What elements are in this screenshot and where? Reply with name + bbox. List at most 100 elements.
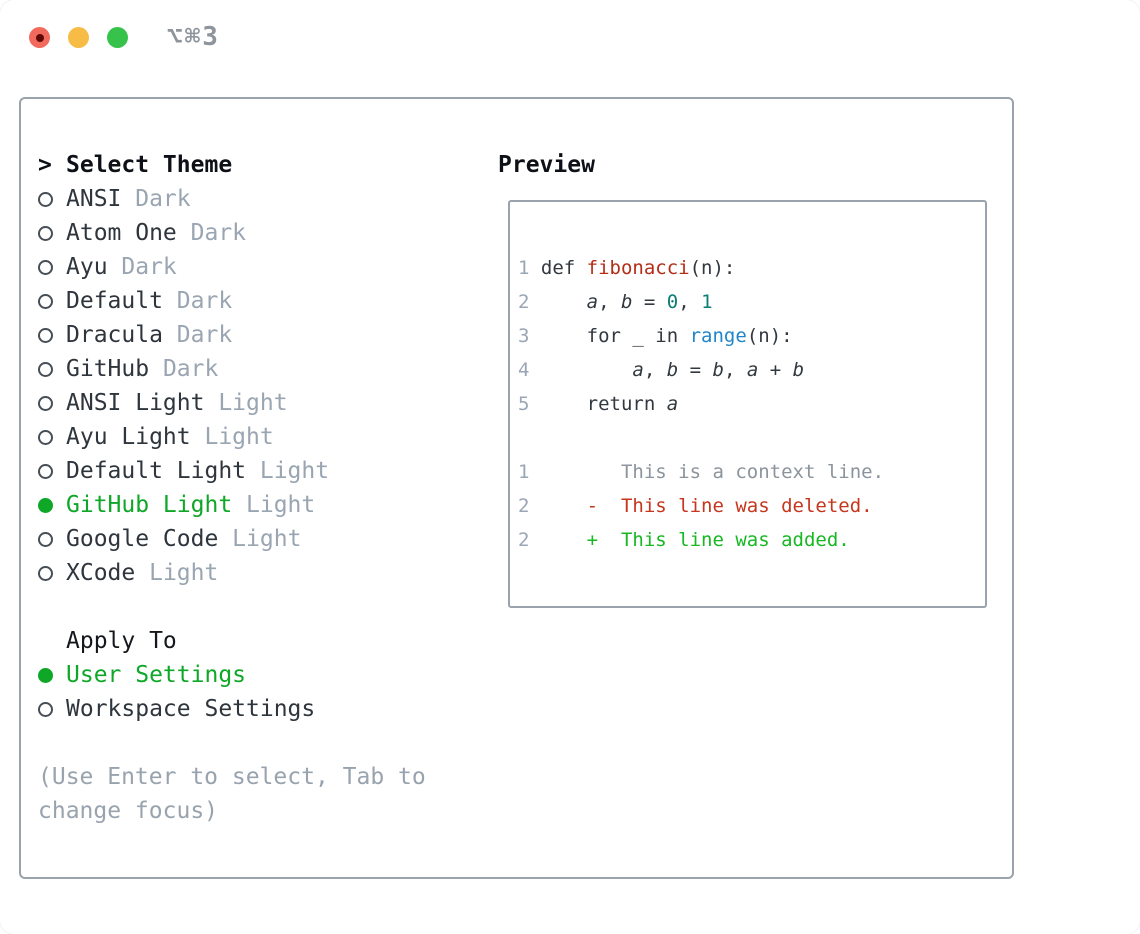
- code-token: def: [529, 257, 587, 279]
- code-token: - This line was deleted.: [529, 495, 873, 517]
- option-label: Google Code: [66, 526, 219, 552]
- radio-glyph: [38, 225, 53, 241]
- theme-option-ansi-light[interactable]: ANSI Light Light: [38, 386, 470, 420]
- select-theme-header: > Select Theme: [38, 148, 470, 182]
- preview-title: Preview: [498, 152, 595, 178]
- radio-icon: [38, 327, 66, 343]
- radio-glyph: [38, 327, 53, 343]
- line-number: 1: [518, 461, 530, 483]
- code-token: [529, 291, 586, 313]
- zoom-button[interactable]: [107, 27, 128, 48]
- radio-glyph: [38, 531, 53, 547]
- option-tag: Light: [204, 390, 288, 416]
- code-token: a: [666, 393, 679, 415]
- radio-selected-icon: [38, 497, 66, 513]
- line-number: 1: [518, 257, 530, 279]
- code-token: [529, 359, 632, 381]
- theme-option-dracula[interactable]: Dracula Dark: [38, 318, 470, 352]
- code-token: a: [586, 291, 599, 313]
- radio-icon: [38, 701, 66, 717]
- code-token: This is a context line.: [529, 461, 885, 483]
- radio-icon: [38, 361, 66, 377]
- code-token: range: [689, 325, 747, 347]
- theme-option-ayu[interactable]: Ayu Dark: [38, 250, 470, 284]
- code-token: a: [632, 359, 644, 381]
- line-number: 2: [518, 529, 530, 551]
- radio-icon: [38, 293, 66, 309]
- theme-option-github[interactable]: GitHub Dark: [38, 352, 470, 386]
- code-token: (n):: [746, 325, 793, 347]
- code-token: for _ in: [529, 325, 690, 347]
- option-label: Atom One: [66, 220, 177, 246]
- theme-option-xcode[interactable]: XCode Light: [38, 556, 470, 590]
- keyboard-hint: (Use Enter to select, Tab to change focu…: [38, 764, 426, 824]
- radio-icon: [38, 531, 66, 547]
- theme-option-google-code[interactable]: Google Code Light: [38, 522, 470, 556]
- option-label: ANSI Light: [66, 390, 205, 416]
- radio-icon: [38, 259, 66, 275]
- preview-code-line: 3 for _ in range(n):: [518, 319, 977, 353]
- option-tag: Dark: [121, 186, 191, 212]
- theme-option-default-light[interactable]: Default Light Light: [38, 454, 470, 488]
- preview-code-line: 1 def fibonacci(n):: [518, 251, 977, 285]
- code-token: ,: [643, 359, 667, 381]
- option-label: Ayu: [66, 254, 108, 280]
- option-label: Workspace Settings: [66, 696, 316, 722]
- code-token: b: [621, 291, 633, 313]
- theme-option-github-light[interactable]: GitHub Light Light: [38, 488, 470, 522]
- preview-code-line: 5 return a: [518, 387, 977, 421]
- close-button[interactable]: [29, 27, 50, 48]
- code-token: ,: [598, 291, 621, 313]
- option-tag: Light: [246, 458, 330, 484]
- theme-option-ayu-light[interactable]: Ayu Light Light: [38, 420, 470, 454]
- option-tag: Dark: [176, 220, 247, 246]
- radio-icon: [38, 225, 66, 241]
- option-label: GitHub Light: [66, 492, 233, 518]
- code-token: fibonacci: [586, 257, 690, 279]
- option-label: GitHub: [66, 356, 150, 382]
- option-tag: Light: [135, 560, 219, 586]
- line-number: 5: [518, 393, 530, 415]
- option-tag: Light: [190, 424, 274, 450]
- code-token: return: [529, 393, 667, 415]
- select-theme-label: Select Theme: [66, 152, 233, 178]
- theme-option-ansi[interactable]: ANSI Dark: [38, 182, 470, 216]
- option-tag: Dark: [107, 254, 177, 280]
- line-number: 3: [518, 325, 530, 347]
- preview-blank-line: [518, 421, 977, 455]
- code-token: b: [666, 359, 679, 381]
- line-number: 2: [518, 495, 530, 517]
- minimize-button[interactable]: [68, 27, 89, 48]
- option-tag: Dark: [162, 322, 233, 348]
- close-dot-icon: [35, 33, 44, 42]
- code-token: 1: [701, 291, 713, 313]
- focus-caret: >: [38, 152, 52, 178]
- code-token: ,: [678, 291, 702, 313]
- radio-glyph: [38, 191, 53, 207]
- code-token: a: [746, 359, 759, 381]
- window-shortcut-title: ⌥⌘3: [167, 22, 220, 52]
- radio-glyph: [38, 463, 53, 479]
- option-tag: Light: [232, 492, 316, 518]
- code-token: =: [678, 359, 713, 381]
- preview-added-line: 2 + This line was added.: [518, 523, 977, 557]
- apply-option-workspace-settings[interactable]: Workspace Settings: [38, 692, 470, 726]
- theme-option-atom-one[interactable]: Atom One Dark: [38, 216, 470, 250]
- radio-glyph: [38, 667, 53, 683]
- preview-deleted-line: 2 - This line was deleted.: [518, 489, 977, 523]
- option-label: Ayu Light: [66, 424, 191, 450]
- radio-icon: [38, 395, 66, 411]
- preview-context-line: 1 This is a context line.: [518, 455, 977, 489]
- option-label: Dracula: [66, 322, 163, 348]
- theme-option-default[interactable]: Default Dark: [38, 284, 470, 318]
- apply-option-user-settings[interactable]: User Settings: [38, 658, 470, 692]
- option-label: XCode: [66, 560, 136, 586]
- radio-icon: [38, 463, 66, 479]
- code-token: 0: [666, 291, 679, 313]
- radio-glyph: [38, 259, 53, 275]
